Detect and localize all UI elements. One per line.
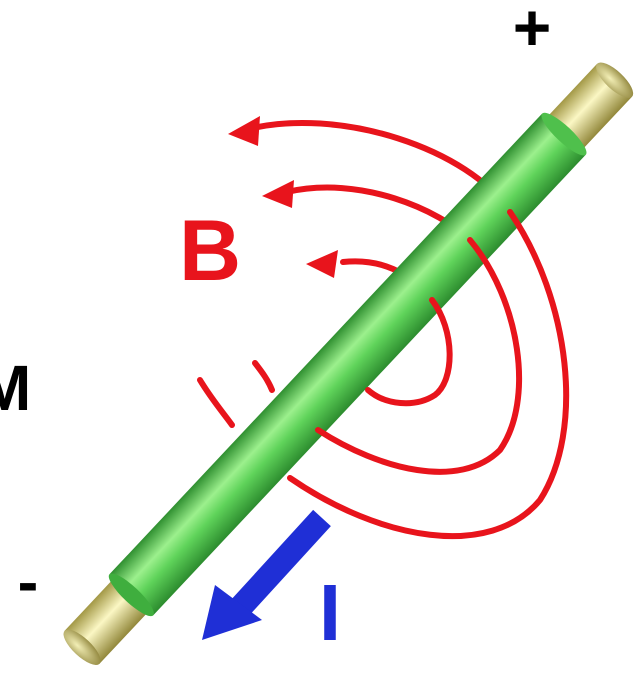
field-loop-small-front <box>365 297 453 407</box>
positive-terminal-label: + <box>513 0 552 64</box>
field-stub-2 <box>252 360 275 393</box>
wire-body-end-bottom <box>108 573 154 617</box>
current-label: I <box>319 568 341 657</box>
current-arrow-icon <box>202 509 331 640</box>
field-lines-front <box>287 209 570 539</box>
wire-body-end-top <box>541 112 587 156</box>
field-arrowheads <box>228 116 338 278</box>
field-arrowhead-medium <box>262 180 294 208</box>
field-arrowhead-small <box>306 250 338 278</box>
field-loop-large-front <box>287 209 570 539</box>
negative-terminal-label: - <box>18 548 39 617</box>
wire-cap-top <box>596 62 634 98</box>
wire-cap-bottom <box>63 629 101 665</box>
cropped-left-label: M <box>0 352 31 424</box>
wire-body <box>109 113 586 616</box>
field-stub-1 <box>197 377 235 428</box>
field-arrowhead-large <box>228 116 260 146</box>
field-loop-medium-front <box>315 237 523 475</box>
wire <box>63 62 634 665</box>
magnetic-field-label: B <box>179 203 241 299</box>
